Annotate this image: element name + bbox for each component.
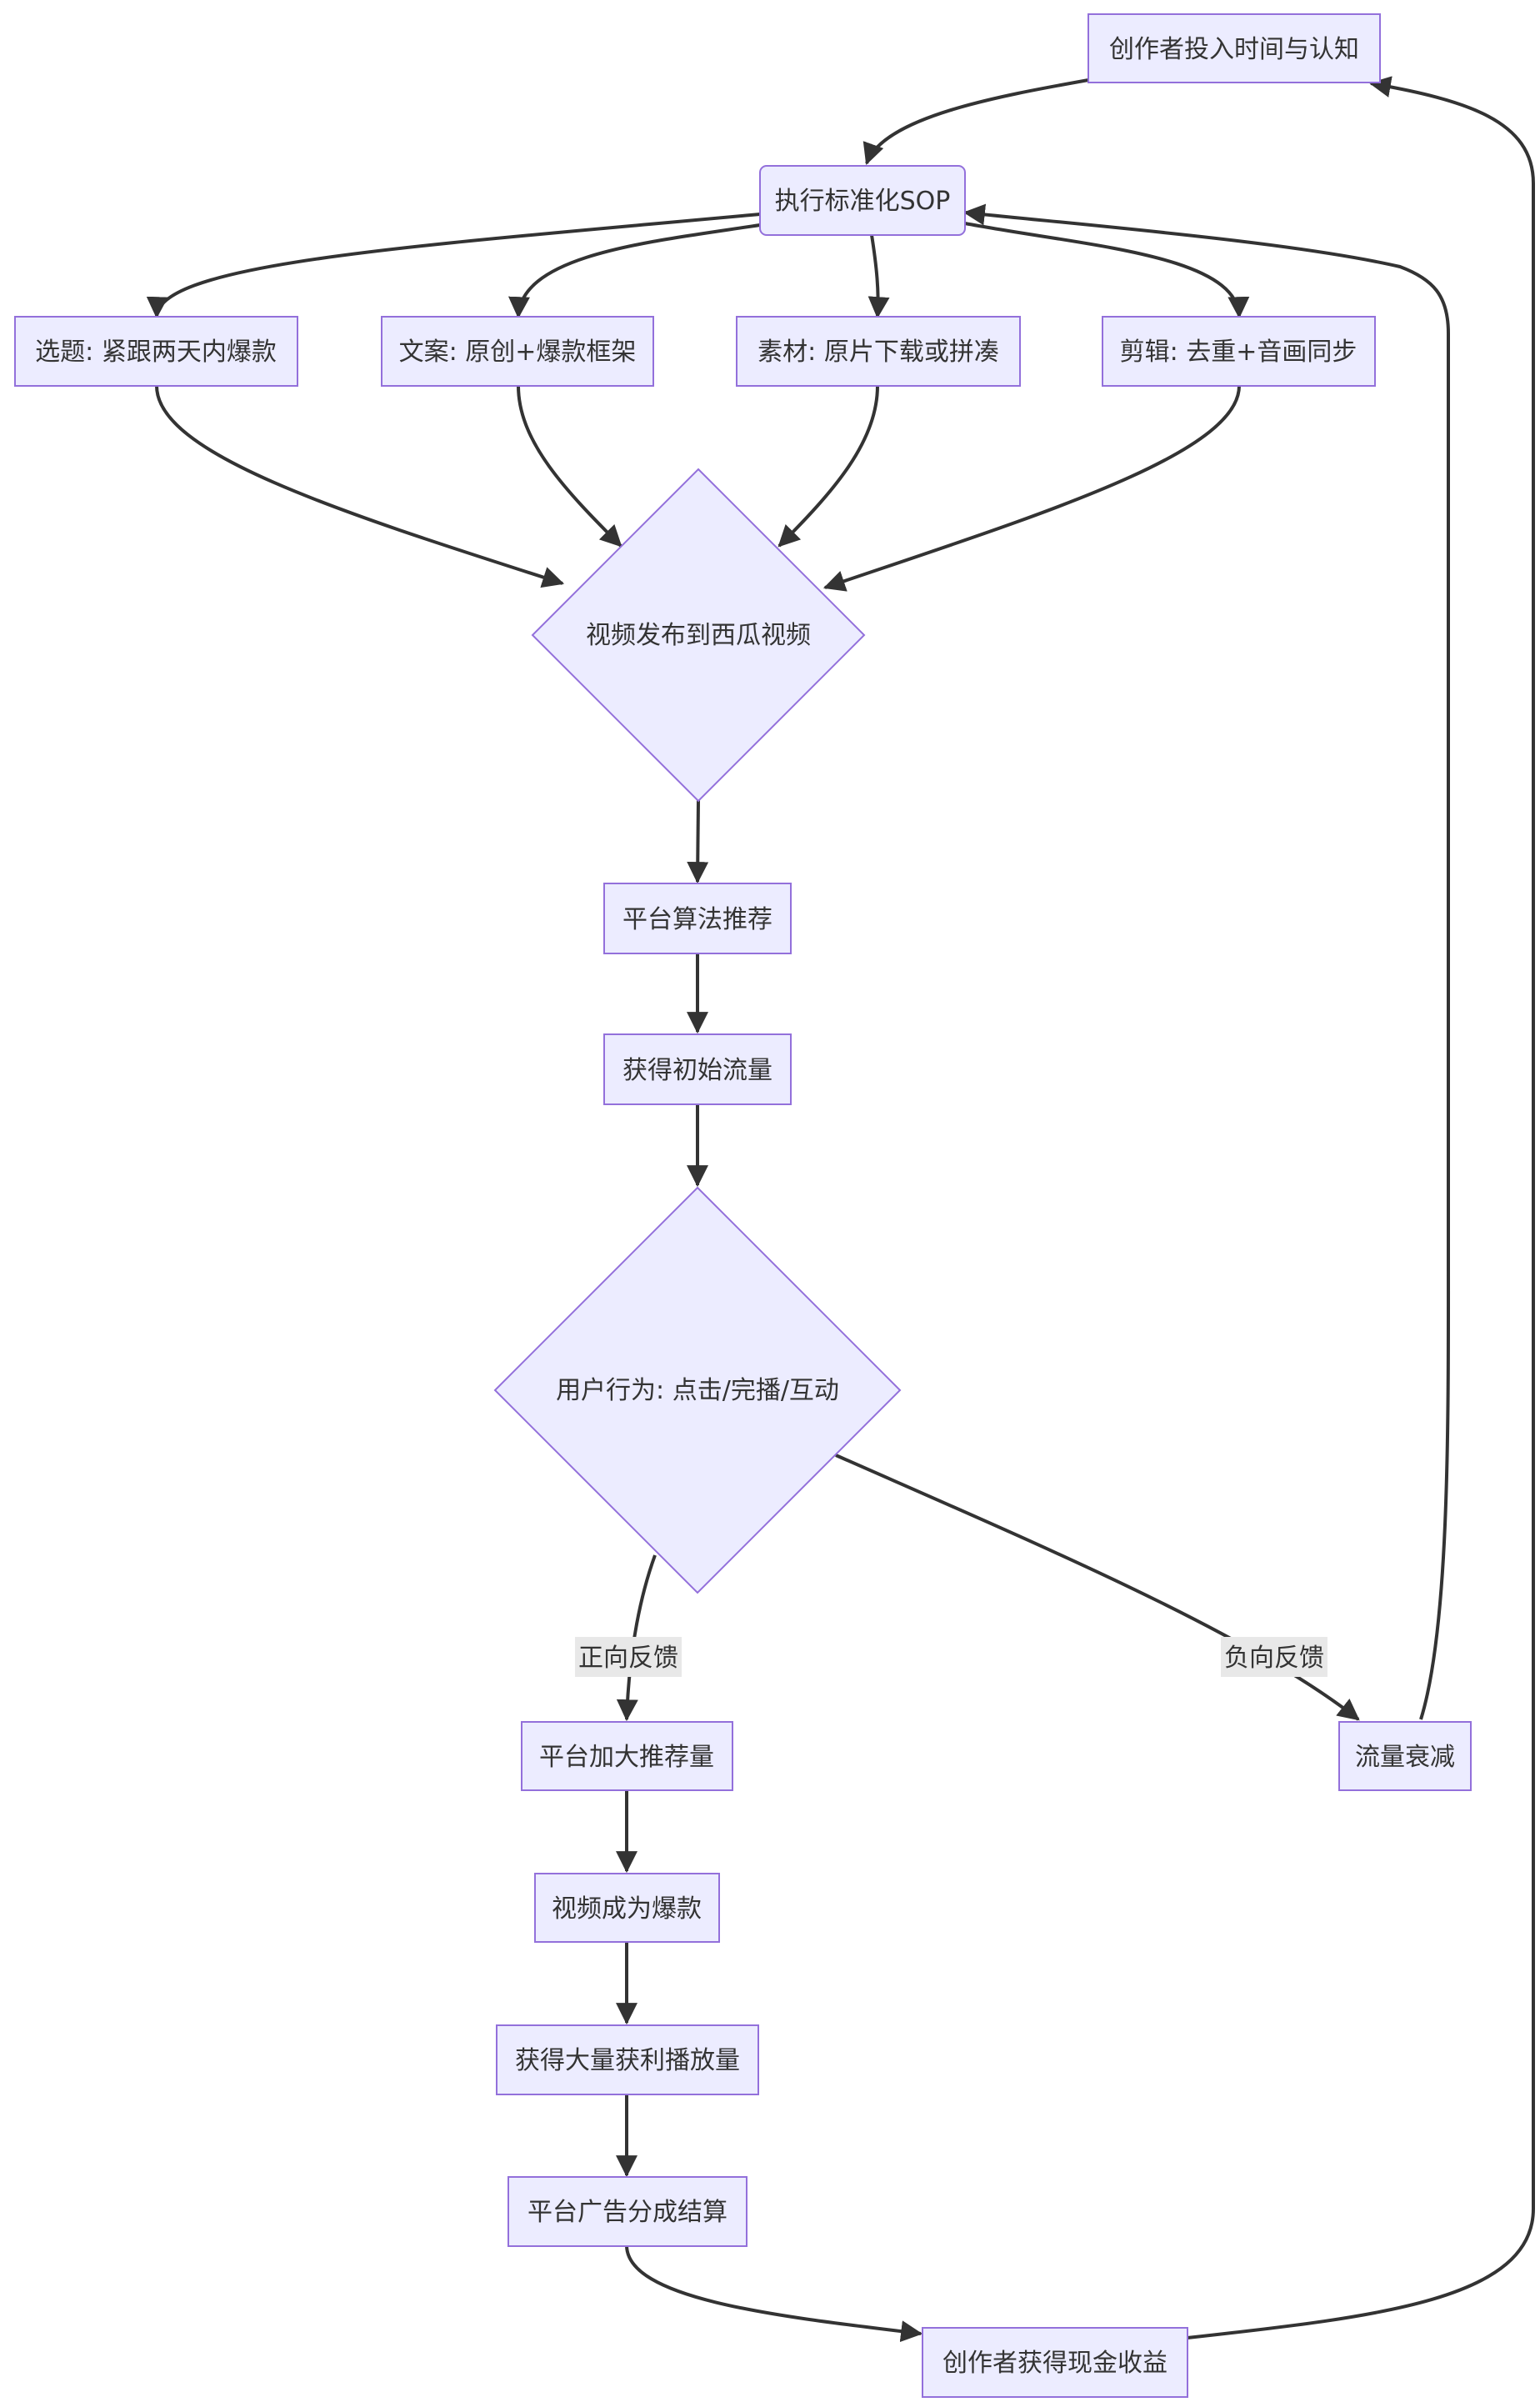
edge-behavior-to-boost [616,1554,657,1722]
edge-label-positive-text: 正向反馈 [578,1644,678,1673]
node-publish-diamond: 视频发布到西瓜视频 [531,468,866,803]
node-editing: 剪辑: 去重+音画同步 [1102,316,1376,387]
node-user-behavior-diamond: 用户行为: 点击/完播/互动 [493,1186,902,1594]
node-ad-revenue: 平台广告分成结算 [508,2176,748,2247]
edge-copywriting-to-publish [517,385,622,548]
node-creator-input: 创作者投入时间与认知 [1088,13,1381,83]
node-topic-text: 选题: 紧跟两天内爆款 [35,338,277,367]
node-viral-text: 视频成为爆款 [552,1894,702,1924]
node-creator-input-text: 创作者投入时间与认知 [1109,35,1359,64]
node-initial-traffic-text: 获得初始流量 [622,1056,772,1085]
node-decay-text: 流量衰减 [1355,1743,1455,1772]
edge-label-positive: 正向反馈 [575,1637,682,1677]
edge-label-negative-text: 负向反馈 [1224,1644,1324,1673]
node-material-text: 素材: 原片下载或拼凑 [758,338,999,367]
node-cash: 创作者获得现金收益 [922,2327,1188,2398]
edge-sop-to-material [868,234,890,319]
edge-sop-to-editing [964,222,1250,319]
node-copywriting-text: 文案: 原创+爆款框架 [399,338,637,367]
edge-topic-to-publish [155,385,565,588]
node-algorithm: 平台算法推荐 [603,883,792,954]
edge-editing-to-publish [822,385,1241,592]
edge-adrevenue-to-cash [625,2244,923,2343]
edge-sop-to-topic [146,213,761,319]
node-plays: 获得大量获利播放量 [496,2024,759,2095]
node-initial-traffic: 获得初始流量 [603,1033,792,1105]
edge-material-to-publish [778,385,879,548]
node-execute-sop-text: 执行标准化SOP [775,187,951,216]
node-cash-text: 创作者获得现金收益 [942,2349,1168,2378]
node-editing-text: 剪辑: 去重+音画同步 [1120,338,1358,367]
node-boost-text: 平台加大推荐量 [539,1743,714,1772]
edge-cash-to-input [1187,76,1535,2339]
node-publish-text: 视频发布到西瓜视频 [586,621,811,650]
node-plays-text: 获得大量获利播放量 [515,2046,740,2075]
node-user-behavior-text: 用户行为: 点击/完播/互动 [556,1376,839,1405]
node-ad-revenue-text: 平台广告分成结算 [528,2198,728,2227]
node-execute-sop: 执行标准化SOP [759,165,966,236]
node-decay: 流量衰减 [1338,1721,1472,1791]
edges [146,76,1535,2343]
edge-decay-to-sop [962,203,1451,1720]
node-copywriting: 文案: 原创+爆款框架 [381,316,654,387]
node-viral: 视频成为爆款 [534,1873,720,1943]
edge-input-to-sop [862,78,1089,166]
edge-label-negative: 负向反馈 [1221,1637,1328,1677]
node-topic: 选题: 紧跟两天内爆款 [14,316,298,387]
edge-behavior-to-decay [835,1454,1360,1721]
node-algorithm-text: 平台算法推荐 [622,905,772,934]
edge-sop-to-copywriting [508,223,761,319]
node-boost: 平台加大推荐量 [521,1721,733,1791]
node-material: 素材: 原片下载或拼凑 [736,316,1021,387]
